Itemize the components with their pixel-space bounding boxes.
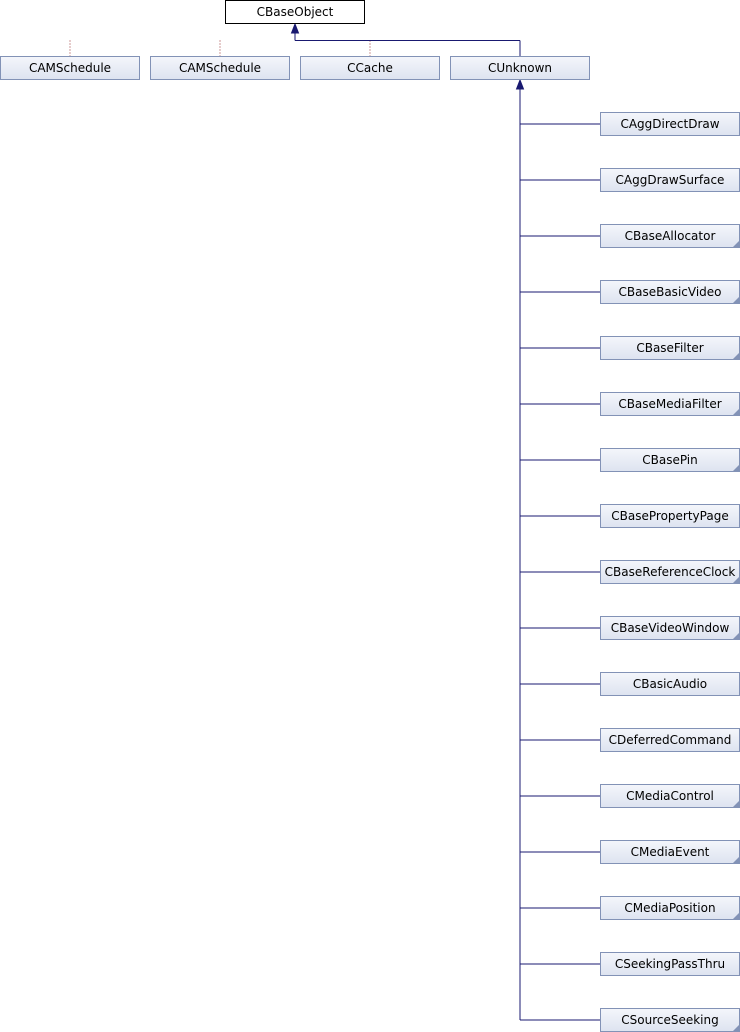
node-cbasemediafilter-more-indicator [733, 409, 739, 415]
node-cmediacontrol[interactable]: CMediaControl [600, 784, 740, 808]
node-cbasemediafilter[interactable]: CBaseMediaFilter [600, 392, 740, 416]
node-cmediacontrol-more-indicator [733, 801, 739, 807]
node-cbasefilter-more-indicator [733, 353, 739, 359]
node-cbaseallocator-label: CBaseAllocator [625, 229, 716, 243]
node-cdeferredcommand[interactable]: CDeferredCommand [600, 728, 740, 752]
node-camschedule-0[interactable]: CAMSchedule [0, 56, 140, 80]
node-cmediaposition-label: CMediaPosition [624, 901, 715, 915]
inheritance-edges [69, 22, 601, 1021]
node-cbasebasicvideo-more-indicator [733, 297, 739, 303]
node-camschedule-1[interactable]: CAMSchedule [150, 56, 290, 80]
node-cdeferredcommand-label: CDeferredCommand [609, 733, 732, 747]
node-cunknown-3[interactable]: CUnknown [450, 56, 590, 80]
node-cbasepropertypage-label: CBasePropertyPage [611, 509, 728, 523]
node-cbasepin-label: CBasePin [642, 453, 698, 467]
node-cbasereferenceclock[interactable]: CBaseReferenceClock [600, 560, 740, 584]
node-cmediaposition[interactable]: CMediaPosition [600, 896, 740, 920]
node-csourceseeking-label: CSourceSeeking [621, 1013, 718, 1027]
node-cbasebasicvideo-label: CBaseBasicVideo [619, 285, 722, 299]
node-ccache-2[interactable]: CCache [300, 56, 440, 80]
arrow-cbaseobject [290, 22, 300, 34]
node-cbasemediafilter-label: CBaseMediaFilter [618, 397, 721, 411]
node-cseekingpassthru[interactable]: CSeekingPassThru [600, 952, 740, 976]
node-caggdrawsurface[interactable]: CAggDrawSurface [600, 168, 740, 192]
node-cmediaevent-label: CMediaEvent [631, 845, 710, 859]
arrow-cunknown [515, 78, 525, 90]
node-cseekingpassthru-label: CSeekingPassThru [615, 957, 725, 971]
node-ccache-2-box [300, 56, 440, 80]
node-cbasefilter[interactable]: CBaseFilter [600, 336, 740, 360]
node-cbasefilter-label: CBaseFilter [636, 341, 703, 355]
node-cmediaposition-more-indicator [733, 913, 739, 919]
node-camschedule-1-label: CAMSchedule [179, 61, 261, 75]
node-cbasereferenceclock-label: CBaseReferenceClock [605, 565, 736, 579]
node-cbasevideowindow-more-indicator [733, 633, 739, 639]
node-cbaseobject-box [225, 0, 365, 24]
node-cbasicaudio-label: CBasicAudio [633, 677, 707, 691]
node-cbasicaudio[interactable]: CBasicAudio [600, 672, 740, 696]
node-cbasevideowindow[interactable]: CBaseVideoWindow [600, 616, 740, 640]
node-cbasereferenceclock-more-indicator [733, 577, 739, 583]
node-cbaseallocator-more-indicator [733, 241, 739, 247]
node-cbaseobject[interactable]: CBaseObject [225, 0, 365, 24]
node-caggdirectdraw[interactable]: CAggDirectDraw [600, 112, 740, 136]
node-cbasepropertypage[interactable]: CBasePropertyPage [600, 504, 740, 528]
node-cbaseallocator[interactable]: CBaseAllocator [600, 224, 740, 248]
node-camschedule-0-box [0, 56, 140, 80]
node-cunknown-3-label: CUnknown [488, 61, 552, 75]
node-cbasevideowindow-label: CBaseVideoWindow [611, 621, 730, 635]
node-ccache-2-label: CCache [347, 61, 393, 75]
node-cbaseobject-label: CBaseObject [257, 5, 334, 19]
node-cmediacontrol-label: CMediaControl [626, 789, 714, 803]
node-cunknown-3-box [450, 56, 590, 80]
node-csourceseeking[interactable]: CSourceSeeking [600, 1008, 740, 1032]
node-camschedule-0-label: CAMSchedule [29, 61, 111, 75]
node-camschedule-1-box [150, 56, 290, 80]
node-caggdirectdraw-label: CAggDirectDraw [620, 117, 719, 131]
node-cmediaevent[interactable]: CMediaEvent [600, 840, 740, 864]
node-caggdrawsurface-label: CAggDrawSurface [616, 173, 725, 187]
node-cbasepin-more-indicator [733, 465, 739, 471]
node-cbasepin[interactable]: CBasePin [600, 448, 740, 472]
node-csourceseeking-more-indicator [733, 1025, 739, 1031]
node-cbasebasicvideo[interactable]: CBaseBasicVideo [600, 280, 740, 304]
node-cmediaevent-more-indicator [733, 857, 739, 863]
